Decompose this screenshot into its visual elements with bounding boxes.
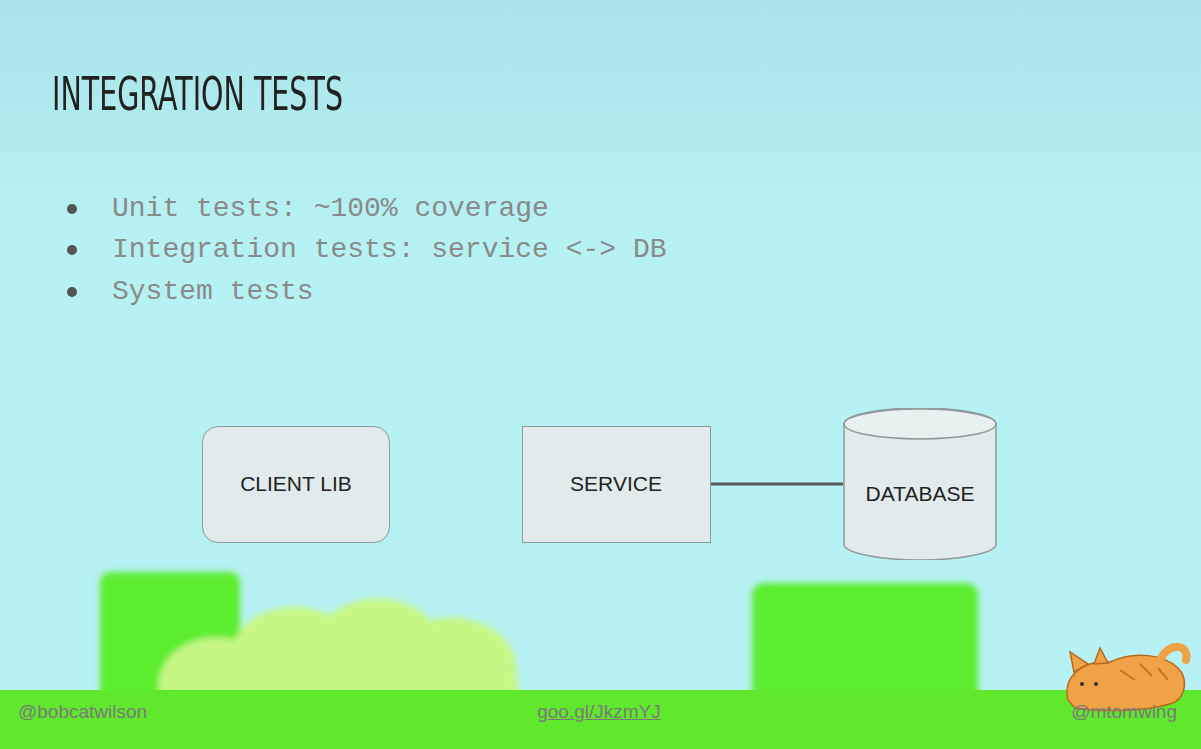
node-label: CLIENT LIB xyxy=(240,472,352,496)
ground xyxy=(0,690,1201,749)
connector-line xyxy=(711,483,844,486)
footer-text: @mtomwing xyxy=(1071,700,1177,724)
bullet-dot xyxy=(67,204,77,214)
bullet-dot xyxy=(67,287,77,297)
library-box: CLIENT LIB xyxy=(202,426,390,543)
cat xyxy=(1067,647,1186,711)
slide-title: INTEGRATION TESTS xyxy=(52,66,343,122)
bullet-text: System tests xyxy=(112,275,314,309)
node-label: SERVICE xyxy=(570,472,662,496)
bush xyxy=(159,599,520,700)
service-box: SERVICE xyxy=(522,426,711,543)
bullet-text: Integration tests: service <-> DB xyxy=(112,233,667,267)
database-cylinder: DATABASE xyxy=(843,408,997,560)
bullet-dot xyxy=(67,245,77,255)
node-label: DATABASE xyxy=(866,482,975,506)
footer-text: goo.gl/JkzmYJ xyxy=(537,700,661,724)
footer-text: @bobcatwilson xyxy=(18,700,147,724)
bullet-text: Unit tests: ~100% coverage xyxy=(112,192,549,226)
